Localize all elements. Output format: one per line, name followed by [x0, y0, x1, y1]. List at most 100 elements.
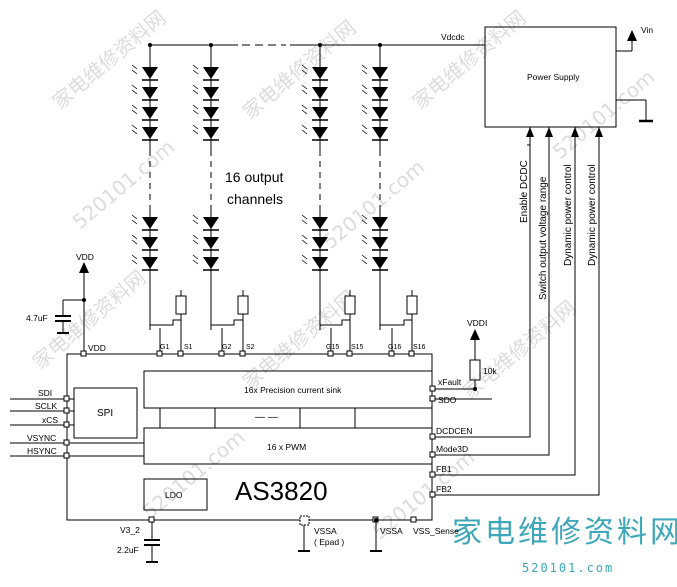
- led-emission-arrow: [301, 104, 308, 110]
- junction-dot: [82, 298, 86, 302]
- spi-label: SPI: [97, 408, 113, 419]
- vin-label: Vin: [641, 25, 653, 35]
- led-triangle: [142, 237, 158, 249]
- pin-pad: [429, 385, 436, 392]
- led-emission-arrow: [361, 84, 368, 90]
- gate-label-g1: G1: [160, 344, 169, 351]
- led-emission-arrow: [192, 124, 199, 130]
- center-label-line2: channels: [227, 191, 283, 207]
- led-icon: [131, 84, 158, 101]
- fet-1: [149, 319, 181, 330]
- led-emission-arrow: [301, 129, 308, 135]
- ldo-label: LDO: [165, 490, 183, 500]
- fb1-label: FB1: [436, 464, 452, 474]
- v3-2-label: V3_2: [120, 525, 140, 535]
- source-label-s2: S2: [246, 344, 255, 351]
- fb1-wire: [432, 145, 576, 476]
- led-emission-arrow: [301, 109, 308, 115]
- source-label-s15: S15: [351, 344, 364, 351]
- led-emission-arrow: [131, 104, 138, 110]
- led-emission-arrow: [361, 234, 368, 240]
- led-icon: [361, 214, 388, 231]
- pin-pad: [63, 439, 70, 446]
- pwm-block: [143, 427, 433, 465]
- sense-resistor-15: [344, 295, 356, 315]
- led-icon: [301, 234, 328, 251]
- led-icon: [131, 254, 158, 271]
- gate-label-g2: G2: [222, 344, 231, 351]
- led-emission-arrow: [301, 219, 308, 225]
- led-icon: [301, 64, 328, 81]
- pin-pad: [408, 350, 415, 357]
- sense-resistor-1: [175, 295, 187, 315]
- led-icon: [192, 254, 219, 271]
- led-emission-arrow: [131, 239, 138, 245]
- fb2-label: FB2: [436, 484, 452, 494]
- led-emission-arrow: [192, 214, 199, 220]
- part-number: AS3820: [235, 476, 328, 506]
- mode3d-wire: [432, 145, 550, 456]
- junction-dots: [82, 43, 477, 522]
- led-icon: [192, 124, 219, 141]
- vss-sense-label: VSS_Sense: [413, 526, 459, 536]
- c-vdd-label: 4.7uF: [26, 313, 48, 323]
- center-label-line1: 16 output: [225, 169, 283, 185]
- power-supply-box: [484, 26, 617, 128]
- led-icon: [361, 104, 388, 121]
- enable-dcdc-label: Enable DCDC: [519, 160, 530, 223]
- sense-resistors: [175, 295, 418, 315]
- led-triangle: [203, 127, 219, 139]
- spi-block: [73, 387, 138, 439]
- watermark-layer: 家电维修资料网 家电维修资料网 家电维修资料网 520101.com 52010…: [28, 5, 660, 543]
- pin-pad: [148, 516, 155, 523]
- junction-dot: [378, 43, 382, 47]
- led-emission-arrow: [301, 214, 308, 220]
- watermark-text: 家电维修资料网: [238, 15, 361, 123]
- pin-pad-epad: [299, 515, 310, 526]
- led-triangle: [312, 217, 328, 229]
- led-emission-arrow: [131, 89, 138, 95]
- led-emission-arrow: [301, 259, 308, 265]
- pin-pad: [388, 350, 395, 357]
- led-emission-arrow: [301, 89, 308, 95]
- junction-dot: [318, 43, 322, 47]
- watermark-brand-title: 家电维修资料网: [452, 515, 677, 550]
- sense-resistor-2: [237, 295, 249, 315]
- pin-pad: [346, 350, 353, 357]
- led-emission-arrow: [361, 219, 368, 225]
- source-label-s16: S16: [413, 344, 426, 351]
- led-icon: [301, 214, 328, 231]
- pin-pad: [63, 421, 70, 428]
- power-supply-label: Power Supply: [527, 72, 580, 82]
- pin-pad: [80, 350, 87, 357]
- pin-pad: [63, 407, 70, 414]
- led-emission-arrow: [361, 214, 368, 220]
- watermark-text: 家电维修资料网: [48, 5, 171, 113]
- sense-resistor-16: [406, 295, 418, 315]
- watermark-text: 家电维修资料网: [238, 285, 361, 393]
- led-triangle: [203, 217, 219, 229]
- led-triangle: [203, 87, 219, 99]
- junction-dot: [148, 43, 152, 47]
- led-icon: [131, 214, 158, 231]
- fb-arrow-icon: [571, 127, 579, 137]
- led-triangle: [142, 127, 158, 139]
- precision-sink-label: 16x Precision current sink: [244, 385, 342, 395]
- led-icon: [192, 64, 219, 81]
- pin-pad: [239, 350, 246, 357]
- pin-pad: [63, 452, 70, 459]
- led-emission-arrow: [192, 254, 199, 260]
- led-emission-arrow: [131, 129, 138, 135]
- supply-arrows: [79, 30, 637, 340]
- led-icon: [301, 84, 328, 101]
- led-emission-arrow: [131, 69, 138, 75]
- led-triangle: [312, 67, 328, 79]
- switch-range-label: Switch output voltage range: [538, 176, 549, 300]
- vdcdc-label: Vdcdc: [441, 32, 465, 42]
- led-emission-arrow: [131, 219, 138, 225]
- vdd-label: VDD: [76, 252, 94, 262]
- led-emission-arrow: [361, 124, 368, 130]
- led-triangle: [203, 67, 219, 79]
- led-emission-arrow: [131, 64, 138, 70]
- led-triangle: [312, 107, 328, 119]
